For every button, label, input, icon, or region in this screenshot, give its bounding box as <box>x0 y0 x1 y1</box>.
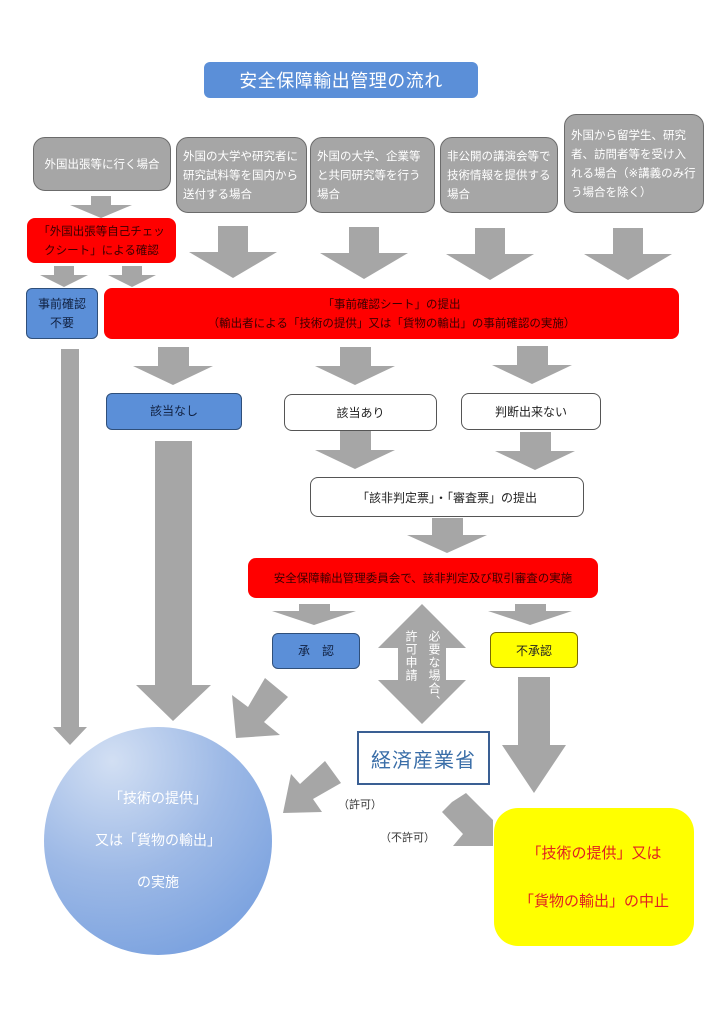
not-applicable-box: 該当なし <box>106 393 242 430</box>
undetermined-label: 判断出来ない <box>494 405 567 419</box>
case-label: 外国の大学、企業等と共同研究等を行う場合 <box>317 148 421 201</box>
license-col1: 必要な場合、 <box>427 630 441 708</box>
license-col2: 許可申請 <box>404 630 418 682</box>
arrow-down <box>320 227 408 279</box>
case-label: 外国の大学や研究者に研究試料等を国内から送付する場合 <box>183 148 298 201</box>
self-check-box: 「外国出張等自己チェッ クシート」による確認 <box>27 218 176 263</box>
arrow-diagonal <box>232 678 288 738</box>
stop-line2: 「貨物の輸出」の中止 <box>518 892 669 910</box>
precheck-line1: 「事前確認シート」の提出 <box>322 296 461 311</box>
case-send-samples: 外国の大学や研究者に研究試料等を国内から送付する場合 <box>176 137 307 213</box>
no-precheck-line1: 事前確認 <box>37 296 86 311</box>
arrow-diagonal <box>283 761 341 813</box>
page-title: 安全保障輸出管理の流れ <box>204 62 478 98</box>
self-check-line2: クシート」による確認 <box>44 242 159 257</box>
case-private-lecture: 非公開の講演会等で技術情報を提供する場合 <box>440 137 558 213</box>
stop-box: 「技術の提供」又は 「貨物の輸出」の中止 <box>494 808 694 946</box>
undetermined-box: 判断出来ない <box>461 393 601 430</box>
case-label: 外国出張等に行く場合 <box>44 156 160 171</box>
stop-line1: 「技術の提供」又は <box>526 844 662 862</box>
applicable-label: 該当あり <box>336 406 385 420</box>
arrow-down <box>40 266 88 287</box>
arrow-down <box>70 196 132 218</box>
arrow-down <box>315 431 395 469</box>
execute-line1: 「技術の提供」 <box>109 791 207 807</box>
no-precheck-box: 事前確認 不要 <box>26 288 98 339</box>
arrow-diagonal <box>442 793 493 846</box>
arrow-down <box>488 604 572 625</box>
meti-label: 経済産業省 <box>371 747 476 772</box>
forms-submission-box: 「該非判定票」・「審査票」の提出 <box>310 477 584 517</box>
no-permit-label: （不許可） <box>380 831 435 844</box>
approval-label: 承 認 <box>297 643 334 658</box>
execute-line3: の実施 <box>137 875 179 891</box>
arrow-down <box>315 347 395 385</box>
arrow-down <box>584 228 672 280</box>
precheck-line2: （輸出者による「技術の提供」又は「貨物の輸出」の事前確認の実施） <box>207 315 576 330</box>
execute-line2: 又は「貨物の輸出」 <box>95 833 221 849</box>
arrow-down <box>492 346 572 384</box>
arrow-down <box>407 518 487 553</box>
double-arrow <box>378 604 466 724</box>
meti-box: 経済産業省 <box>357 731 490 785</box>
arrow-down <box>272 604 356 625</box>
arrow-down <box>495 432 575 470</box>
execute-circle: 「技術の提供」 又は「貨物の輸出」 の実施 <box>44 727 272 955</box>
case-label: 外国から留学生、研究者、訪問者等を受け入れる場合（※講義のみ行う場合を除く） <box>571 127 696 199</box>
no-precheck-line2: 不要 <box>49 315 74 330</box>
self-check-line1: 「外国出張等自己チェッ <box>38 223 165 238</box>
permit-label: （許可） <box>338 798 382 811</box>
precheck-sheet-box: 「事前確認シート」の提出 （輸出者による「技術の提供」又は「貨物の輸出」の事前確… <box>104 288 679 339</box>
case-joint-research: 外国の大学、企業等と共同研究等を行う場合 <box>310 137 435 213</box>
disapproval-label: 不承認 <box>515 643 552 658</box>
arrow-down <box>108 266 156 287</box>
arrow-down <box>446 228 534 280</box>
case-accept-visitors: 外国から留学生、研究者、訪問者等を受け入れる場合（※講義のみ行う場合を除く） <box>564 114 704 213</box>
case-business-trip: 外国出張等に行く場合 <box>33 137 171 191</box>
committee-review-box: 安全保障輸出管理委員会で、該非判定及び取引審査の実施 <box>248 558 598 598</box>
arrow-down-long <box>53 349 87 745</box>
case-label: 非公開の講演会等で技術情報を提供する場合 <box>447 148 551 201</box>
committee-review-label: 安全保障輸出管理委員会で、該非判定及び取引審査の実施 <box>273 570 573 585</box>
arrow-down-long <box>502 677 566 793</box>
arrow-down <box>133 347 213 385</box>
arrow-down <box>189 226 277 278</box>
license-application-text: 必要な場合、 許可申請 <box>403 630 443 710</box>
disapproval-box: 不承認 <box>490 632 578 668</box>
not-applicable-label: 該当なし <box>149 404 198 418</box>
approval-box: 承 認 <box>272 633 360 669</box>
forms-submission-label: 「該非判定票」・「審査票」の提出 <box>356 490 537 505</box>
arrow-down-long <box>136 441 211 721</box>
applicable-box: 該当あり <box>284 394 437 431</box>
